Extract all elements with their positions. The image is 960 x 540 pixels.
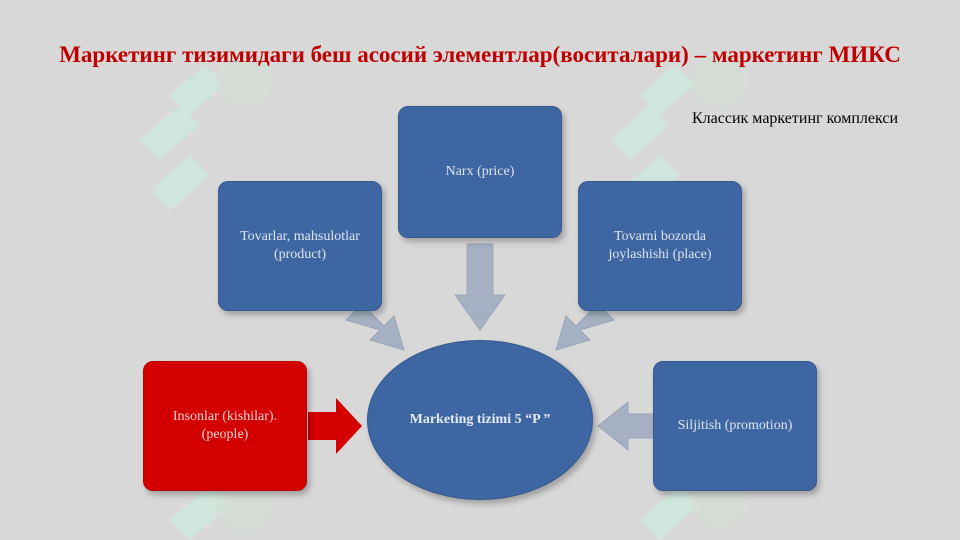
center-node: Marketing tizimi 5 “P ” bbox=[367, 340, 593, 500]
node-people: Insonlar (kishilar). (people) bbox=[143, 361, 307, 491]
node-price: Narx (price) bbox=[398, 106, 562, 238]
node-promotion-label: Siljitish (promotion) bbox=[677, 417, 793, 433]
node-product-label: Tovarlar, mahsulotlar (product) bbox=[240, 228, 360, 262]
node-place-label: Tovarni bozorda joylashishi (place) bbox=[608, 228, 712, 262]
node-product: Tovarlar, mahsulotlar (product) bbox=[218, 181, 382, 311]
slide-title: Маркетинг тизимидаги беш асосий элементл… bbox=[59, 42, 901, 67]
arrow-people-to-center bbox=[308, 398, 362, 454]
node-people-label: Insonlar (kishilar). (people) bbox=[172, 408, 278, 442]
center-node-label: Marketing tizimi 5 “P ” bbox=[409, 412, 551, 428]
node-place: Tovarni bozorda joylashishi (place) bbox=[578, 181, 742, 311]
node-price-label: Narx (price) bbox=[445, 163, 515, 179]
arrow-price-to-center bbox=[454, 243, 506, 331]
node-promotion: Siljitish (promotion) bbox=[653, 361, 817, 491]
slide-subtitle: Классик маркетинг комплекси bbox=[692, 110, 899, 127]
arrow-promotion-to-center bbox=[597, 400, 655, 452]
